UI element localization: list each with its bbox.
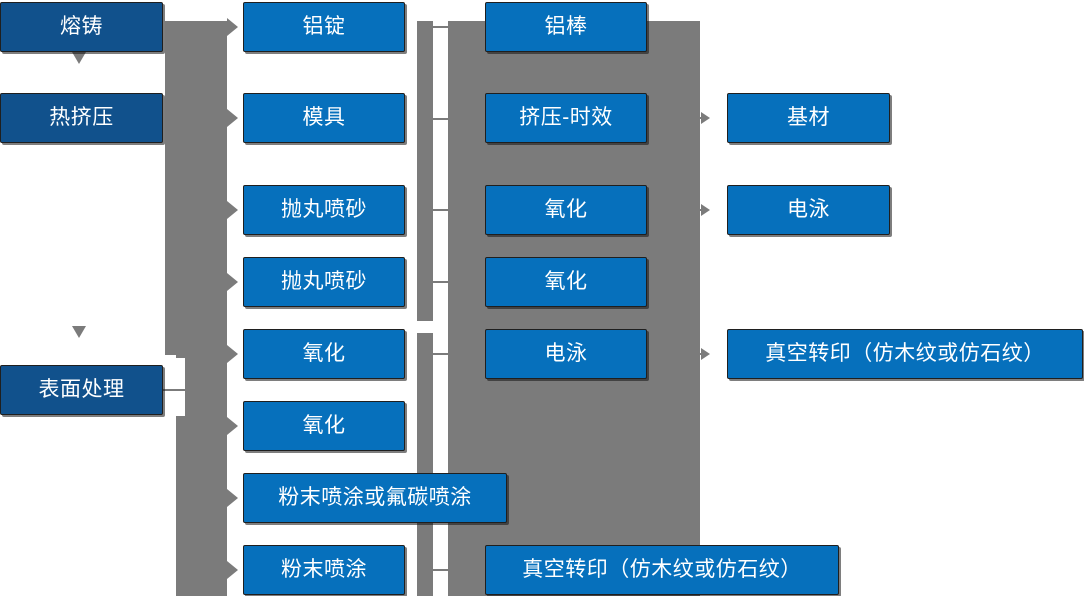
output-box-vacuum-transfer-print[interactable]: 真空转印（仿木纹或仿石纹） <box>727 329 1083 379</box>
arrow-to-oxidation-2 <box>227 417 238 435</box>
rung-to-aluminum-bar <box>432 26 450 28</box>
arrow-to-mold <box>227 109 238 127</box>
arrow-to-powder-or-pvdf-spray <box>227 489 238 507</box>
secondary-box-aluminum-bar[interactable]: 铝棒 <box>485 2 647 52</box>
rung-to-electrophoresis-sec <box>432 353 450 355</box>
output-box-electrophoresis[interactable]: 电泳 <box>727 185 890 235</box>
stem-to-output-vacuum-transfer <box>699 353 705 355</box>
stem-to-output-electrophoresis <box>699 209 705 211</box>
process-box-powder-or-pvdf-spray[interactable]: 粉末喷涂或氟碳喷涂 <box>243 473 507 523</box>
process-label-mold: 模具 <box>302 106 346 130</box>
secondary-box-extrusion-aging[interactable]: 挤压-时效 <box>485 93 647 143</box>
output-label-base-material: 基材 <box>787 106 830 130</box>
secondary-box-oxidation-2[interactable]: 氧化 <box>485 257 647 307</box>
arrow-to-shot-blasting-1 <box>227 201 238 219</box>
spine-narrow-upper <box>417 21 433 321</box>
stage-box-hot-extrusion[interactable]: 热挤压 <box>0 93 163 143</box>
arrow-to-aluminum-ingot <box>227 18 238 36</box>
process-box-shot-blasting-1[interactable]: 抛丸喷砂 <box>243 185 405 235</box>
process-box-shot-blasting-2[interactable]: 抛丸喷砂 <box>243 257 405 307</box>
arrow-to-powder-spray <box>227 561 238 579</box>
process-label-shot-blasting-2: 抛丸喷砂 <box>281 270 367 294</box>
link-surface-treatment-to-trunk <box>163 389 187 391</box>
arrow-to-base-material <box>701 112 710 124</box>
output-label-electrophoresis: 电泳 <box>787 198 830 222</box>
secondary-label-aluminum-bar: 铝棒 <box>544 15 588 39</box>
stage-label-hot-extrusion: 热挤压 <box>49 106 114 130</box>
rung-to-oxidation-sec-1 <box>432 209 450 211</box>
process-label-oxidation-1: 氧化 <box>302 342 346 366</box>
arrow-to-output-electrophoresis <box>701 204 710 216</box>
arrow-to-shot-blasting-2 <box>227 273 238 291</box>
process-label-shot-blasting-1: 抛丸喷砂 <box>281 198 367 222</box>
stage-box-surface-treatment[interactable]: 表面处理 <box>0 365 163 415</box>
process-label-powder-or-pvdf-spray: 粉末喷涂或氟碳喷涂 <box>278 486 472 510</box>
arrow-melt-cast-to-hot-extrusion <box>72 52 86 64</box>
arrow-hot-extrusion-to-surface-treatment <box>72 326 86 338</box>
process-label-aluminum-ingot: 铝锭 <box>302 15 346 39</box>
stage-label-melt-cast: 熔铸 <box>60 15 103 39</box>
secondary-box-electrophoresis[interactable]: 电泳 <box>485 329 647 379</box>
process-box-oxidation-2[interactable]: 氧化 <box>243 401 405 451</box>
arrow-to-oxidation-1 <box>227 345 238 363</box>
process-label-oxidation-2: 氧化 <box>302 414 346 438</box>
process-box-aluminum-ingot[interactable]: 铝锭 <box>243 2 405 52</box>
secondary-box-oxidation-1[interactable]: 氧化 <box>485 185 647 235</box>
secondary-label-electrophoresis: 电泳 <box>544 342 588 366</box>
stage-box-melt-cast[interactable]: 熔铸 <box>0 2 163 52</box>
process-label-powder-spray: 粉末喷涂 <box>281 558 367 582</box>
output-box-base-material[interactable]: 基材 <box>727 93 890 143</box>
secondary-label-oxidation-2: 氧化 <box>544 270 588 294</box>
output-label-vacuum-transfer-print: 真空转印（仿木纹或仿石纹） <box>765 342 1045 366</box>
rung-to-extrusion-aging <box>432 118 450 120</box>
secondary-label-extrusion-aging: 挤压-时效 <box>519 106 613 130</box>
rung-to-vacuum-transfer-sec <box>432 569 450 571</box>
trunk-notch-whitespace <box>163 358 185 416</box>
secondary-box-vacuum-transfer-print[interactable]: 真空转印（仿木纹或仿石纹） <box>485 545 839 595</box>
process-box-powder-spray[interactable]: 粉末喷涂 <box>243 545 405 595</box>
process-box-oxidation-1[interactable]: 氧化 <box>243 329 405 379</box>
process-box-mold[interactable]: 模具 <box>243 93 405 143</box>
connector-trunk-notch-fill <box>165 21 227 355</box>
secondary-label-vacuum-transfer-print: 真空转印（仿木纹或仿石纹） <box>522 558 802 582</box>
secondary-label-oxidation-1: 氧化 <box>544 198 588 222</box>
rung-to-oxidation-sec-2 <box>432 281 450 283</box>
stem-to-base-material <box>699 117 705 119</box>
spine-narrow-lower <box>417 333 433 596</box>
arrow-to-output-vacuum-transfer <box>701 348 710 360</box>
stage-label-surface-treatment: 表面处理 <box>38 378 125 402</box>
